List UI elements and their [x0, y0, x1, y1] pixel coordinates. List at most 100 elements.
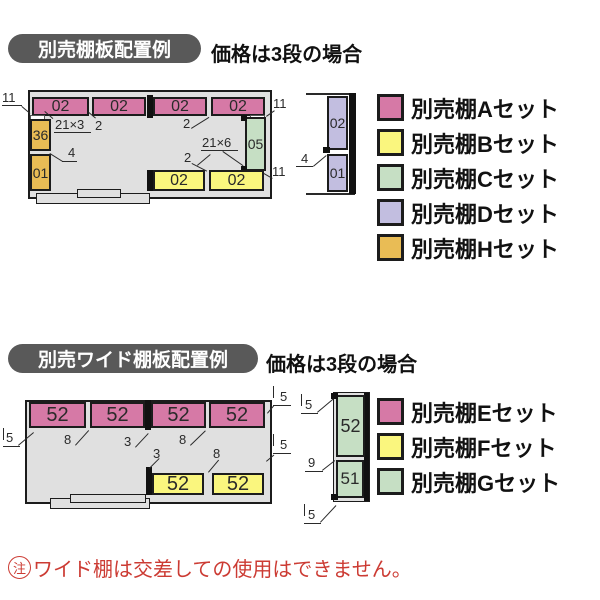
shelf-g: 52: [336, 395, 365, 457]
dim-tick: [301, 394, 302, 406]
leader-line: [317, 398, 334, 413]
wall-post: [147, 95, 153, 118]
wall-post: [323, 147, 330, 153]
legend-label: 別売棚Cセット: [411, 166, 559, 192]
leader-line: [320, 505, 337, 523]
shelf-f: 52: [152, 473, 204, 495]
shelf-b: 02: [209, 170, 264, 191]
legend-row: 別売棚Dセット: [377, 199, 559, 227]
legend-row: 別売棚Hセット: [377, 234, 559, 262]
shelf-e: 52: [90, 402, 145, 428]
shelf-h: 01: [30, 154, 51, 191]
dim-label: 8: [179, 432, 187, 447]
shelf-a: 02: [153, 97, 207, 116]
dim-underline: [54, 132, 91, 133]
dim-label: 4: [301, 151, 309, 166]
side-wall-top: [306, 93, 355, 95]
legend-swatch-green: [377, 164, 404, 191]
shelf-f: 52: [212, 473, 264, 495]
legend-label: 別売棚Gセット: [411, 470, 561, 496]
dim-label: 2: [183, 116, 191, 131]
legend-row: 別売棚Gセット: [377, 468, 561, 496]
sliding-door-inner: [77, 189, 121, 198]
sliding-door-inner: [70, 494, 146, 503]
legend-swatch-green: [377, 468, 404, 495]
legend-swatch-orange: [377, 234, 404, 261]
dim-tick: [273, 434, 274, 446]
dim-label: 21×6: [202, 135, 232, 150]
dim-underline: [296, 166, 313, 167]
dim-label: 3: [124, 434, 132, 449]
legend-wide-shelf-sets: 別売棚Eセット 別売棚Fセット 別売棚Gセット: [377, 398, 560, 503]
dim-label: 5: [308, 507, 316, 522]
dim-label: 2: [184, 150, 192, 165]
legend-label: 別売棚Fセット: [411, 435, 557, 461]
legend-row: 別売棚Cセット: [377, 164, 559, 192]
shelf-e: 52: [209, 402, 265, 428]
legend-shelf-sets: 別売棚Aセット 別売棚Bセット 別売棚Cセット 別売棚Dセット 別売棚Hセット: [377, 94, 559, 269]
dim-label: 9: [308, 455, 316, 470]
legend-label: 別売棚Aセット: [411, 96, 559, 122]
section1-badge: 別売棚板配置例: [8, 34, 201, 63]
diagram-wide-shelf-layout: 52 52 52 52 52 52 5 8 3 8 5 5 3 8: [0, 385, 380, 545]
wall-post: [147, 170, 153, 191]
caution-note: 注 ワイド棚は交差しての使用はできません。: [8, 553, 412, 582]
shelf-g: 51: [336, 460, 364, 498]
dim-label: 5: [6, 430, 14, 445]
shelf-d: 01: [327, 154, 348, 192]
dim-label: 5: [280, 437, 288, 452]
dim-underline: [304, 523, 321, 524]
shelf-h: 36: [30, 119, 51, 151]
section1-subtitle: 価格は3段の場合: [211, 44, 363, 66]
dim-underline: [2, 105, 22, 106]
shelf-c: 05: [245, 117, 266, 171]
wall-post: [146, 467, 152, 495]
side-wall: [364, 393, 369, 501]
side-wall-bottom: [306, 193, 355, 195]
shelf-e: 52: [29, 402, 86, 428]
legend-row: 別売棚Fセット: [377, 433, 560, 461]
dim-label: 5: [305, 397, 313, 412]
legend-swatch-yellow: [377, 129, 404, 156]
legend-label: 別売棚Eセット: [411, 400, 558, 426]
dim-label: 3: [153, 446, 161, 461]
legend-row: 別売棚Eセット: [377, 398, 560, 426]
legend-swatch-pink: [377, 398, 404, 425]
dim-underline: [301, 413, 318, 414]
note-circle-mark: 注: [8, 556, 31, 579]
wall-post: [241, 166, 247, 172]
dim-tick: [273, 386, 274, 398]
shelf-a: 02: [211, 97, 265, 116]
dim-underline: [201, 150, 238, 151]
side-wall: [349, 93, 356, 194]
dim-label: 11: [2, 90, 16, 105]
shelf-e: 52: [151, 402, 206, 428]
dim-label: 11: [272, 164, 286, 179]
wall-post: [331, 494, 338, 500]
wall-post: [331, 393, 338, 399]
legend-swatch-lavender: [377, 199, 404, 226]
dim-label: 4: [68, 145, 76, 160]
dim-underline: [273, 405, 291, 406]
wall-post: [241, 115, 247, 121]
legend-label: 別売棚Bセット: [411, 131, 559, 157]
legend-label: 別売棚Hセット: [411, 236, 559, 262]
leader-line: [313, 155, 327, 167]
wall-post: [145, 400, 151, 430]
dim-tick: [304, 504, 305, 516]
legend-row: 別売棚Aセット: [377, 94, 559, 122]
dim-label: 5: [280, 389, 288, 404]
section2-badge: 別売ワイド棚板配置例: [8, 344, 258, 373]
dim-label: 8: [64, 432, 72, 447]
dim-label: 11: [273, 96, 287, 111]
dim-underline: [305, 471, 323, 472]
dim-underline: [3, 446, 20, 447]
dim-underline: [62, 161, 77, 162]
shelf-a: 02: [32, 97, 89, 116]
dim-label: 2: [95, 118, 103, 133]
dim-underline: [273, 453, 291, 454]
note-text: ワイド棚は交差しての使用はできません。: [33, 559, 412, 581]
dim-label: 21×3: [55, 117, 85, 132]
diagram-shelf-layout: 02 02 02 02 36 01 05 02 02 11 21×3 2 2 1…: [0, 85, 372, 220]
